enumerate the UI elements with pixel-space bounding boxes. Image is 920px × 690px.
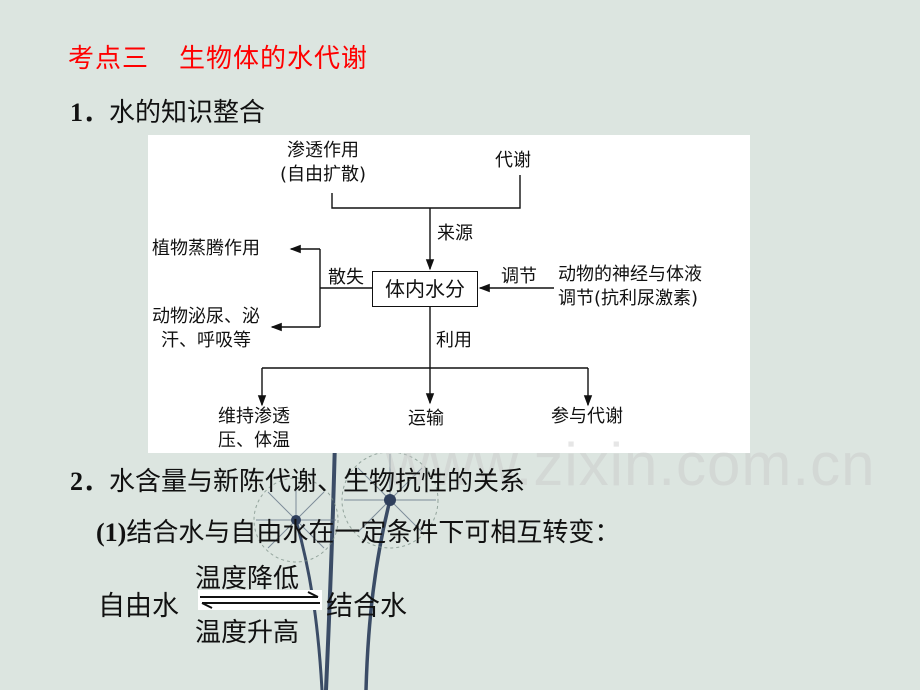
reverse-condition: 温度升高	[195, 618, 300, 648]
label-use: 利用	[436, 330, 472, 351]
regulation-source-line1: 动物的神经与体液	[558, 264, 702, 285]
section-1-text: 水的知识整合	[109, 98, 266, 128]
title-topic-number: 考点三	[68, 44, 150, 74]
section-2-text: 水含量与新陈代谢、生物抗性的关系	[109, 467, 526, 497]
regulation-source-line2: 调节(抗利尿激素)	[558, 288, 699, 309]
regulation-source: 动物的神经与体液 调节(抗利尿激素)	[558, 263, 702, 311]
label-regulation: 调节	[501, 266, 537, 287]
center-node-body-water: 体内水分	[372, 271, 478, 307]
source-osmosis-line2: (自由扩散)	[280, 164, 367, 185]
use-item1-line1: 维持渗透	[218, 406, 290, 427]
use-maintain-osmotic: 维持渗透 压、体温	[218, 405, 290, 453]
section-1-heading: 1．水的知识整合	[70, 92, 265, 129]
source-osmosis-line1: 渗透作用	[287, 140, 360, 161]
section-2-number: 2．	[70, 467, 110, 496]
use-metabolism: 参与代谢	[551, 406, 623, 427]
loss-plant-transpiration: 植物蒸腾作用	[152, 238, 260, 259]
slide-title: 考点三生物体的水代谢	[68, 38, 368, 75]
label-source: 来源	[437, 223, 473, 244]
section-2-heading: 2．水含量与新陈代谢、生物抗性的关系	[70, 461, 525, 498]
source-osmosis: 渗透作用 (自由扩散)	[280, 139, 366, 187]
source-metabolism: 代谢	[495, 150, 531, 171]
forward-condition: 温度降低	[195, 564, 300, 594]
subpoint-text: 结合水与自由水在一定条件下可相互转变：	[126, 518, 621, 548]
title-topic: 生物体的水代谢	[179, 44, 369, 74]
free-water-label: 自由水	[98, 591, 179, 622]
use-transport: 运输	[408, 408, 444, 429]
loss-animal-line1: 动物泌尿、泌	[152, 306, 260, 327]
diagram-connectors	[257, 175, 593, 407]
use-item1-line2: 压、体温	[218, 430, 290, 451]
bound-water-label: 结合水	[326, 591, 407, 622]
loss-animal-line2: 汗、呼吸等	[161, 330, 251, 351]
section-2-subpoint: (1)结合水与自由水在一定条件下可相互转变：	[96, 512, 620, 549]
watermark: www.zixin.com.cn	[386, 431, 876, 498]
section-1-number: 1．	[70, 98, 110, 127]
reversible-arrow-icon	[198, 590, 322, 610]
label-loss: 散失	[328, 267, 364, 288]
water-knowledge-diagram: 渗透作用 (自由扩散) 代谢 来源 植物蒸腾作用 散失 动物泌尿、泌 汗、呼吸等…	[148, 135, 874, 498]
loss-animal: 动物泌尿、泌 汗、呼吸等	[152, 305, 260, 353]
subpoint-number: (1)	[96, 518, 127, 547]
